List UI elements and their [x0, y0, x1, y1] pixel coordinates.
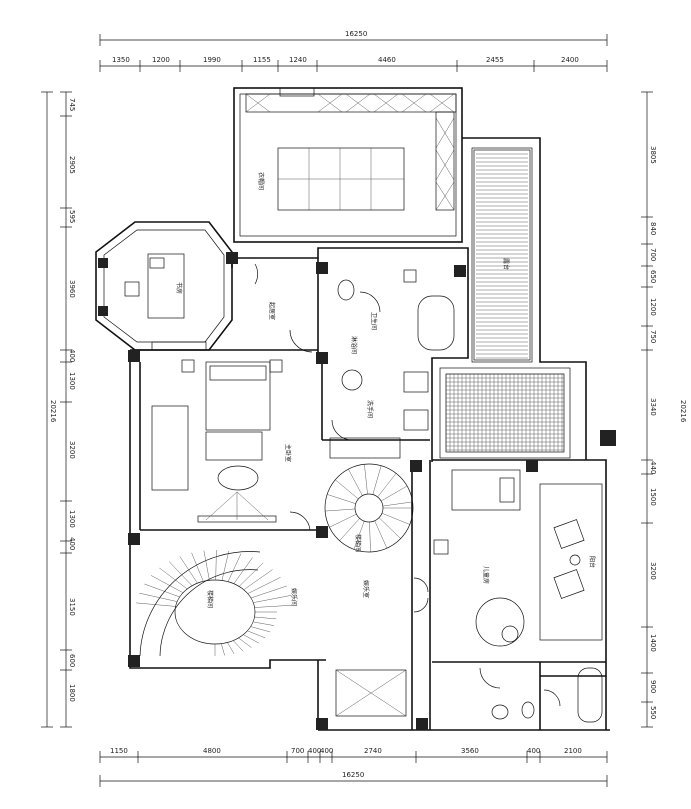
room-label-shower: 淋浴间 — [350, 336, 358, 354]
room-labels: 衣帽间 书房 卫生间 主卧室 洗手间 楼梯间 娱乐室 儿童房 阳台 起居室 淋浴… — [175, 172, 596, 608]
room-label-master-bedroom: 主卧室 — [284, 444, 292, 462]
right-dim-1: 3805 — [649, 146, 657, 164]
bathroom-fixtures — [329, 269, 455, 459]
right-total-dim: 20216 — [679, 400, 687, 423]
top-dim-6: 4460 — [378, 56, 396, 64]
left-dim-11: 600 — [68, 654, 76, 667]
childroom-furniture — [433, 469, 525, 647]
right-dim-10: 3200 — [649, 562, 657, 580]
bottom-dimension-chain: 1150 4800 700 400 400 2740 3560 400 2100… — [99, 747, 608, 787]
top-dim-4: 1155 — [253, 56, 271, 64]
balcony-seating — [539, 483, 603, 641]
grid-skylight — [439, 367, 571, 459]
room-label-study: 书房 — [175, 282, 183, 294]
right-dim-6: 750 — [649, 330, 657, 343]
columns — [98, 252, 616, 730]
right-dim-9: 1500 — [649, 488, 657, 506]
walls — [95, 87, 610, 731]
room-label-bathroom: 卫生间 — [370, 312, 378, 330]
left-dim-2: 2905 — [68, 156, 76, 174]
left-dim-5: 400 — [68, 349, 76, 362]
left-dim-1: 745 — [68, 98, 76, 111]
right-dim-11: 1400 — [649, 634, 657, 652]
left-dim-12: 1800 — [68, 684, 76, 702]
left-dim-7: 3200 — [68, 441, 76, 459]
room-label-stair-hall-left: 楼梯间 — [206, 590, 214, 608]
study-desk — [124, 253, 185, 319]
terrace-slats — [473, 149, 531, 361]
left-dim-4: 3960 — [68, 280, 76, 298]
spiral-staircase-center — [324, 463, 414, 553]
top-dim-5: 1240 — [289, 56, 307, 64]
left-dimension-chain: 20216 745 2905 595 3960 400 1300 3200 13… — [41, 91, 76, 728]
room-label-washroom: 洗手间 — [366, 400, 374, 418]
top-dim-7: 2455 — [486, 56, 504, 64]
bottom-dim-4: 400 — [308, 747, 321, 755]
top-dim-2: 1200 — [152, 56, 170, 64]
bottom-bathroom — [335, 667, 603, 723]
room-label-closet: 衣帽间 — [257, 172, 265, 190]
room-label-rec-room: 娱乐室 — [362, 580, 370, 598]
right-dim-13: 550 — [649, 706, 657, 719]
bottom-dim-6: 2740 — [364, 747, 382, 755]
room-label-stair-hall-center: 楼梯间 — [354, 534, 362, 552]
top-total-dim: 16250 — [345, 30, 367, 38]
right-dim-7: 3340 — [649, 398, 657, 416]
bottom-dim-1: 1150 — [110, 747, 128, 755]
bottom-dim-5: 400 — [320, 747, 333, 755]
top-dim-8: 2400 — [561, 56, 579, 64]
left-dim-3: 595 — [68, 210, 76, 223]
left-total-dim: 20216 — [49, 400, 57, 423]
left-dim-8: 1300 — [68, 510, 76, 528]
bottom-dim-8: 400 — [527, 747, 540, 755]
bottom-dim-2: 4800 — [203, 747, 221, 755]
door-swings — [254, 263, 561, 707]
left-dim-9: 400 — [68, 537, 76, 550]
right-dim-12: 900 — [649, 680, 657, 693]
right-dim-2: 840 — [649, 222, 657, 235]
room-label-balcony: 阳台 — [588, 556, 596, 568]
right-dimension-chain: 3805 840 700 650 1200 750 3340 440 1500 … — [641, 91, 687, 728]
left-dim-10: 3150 — [68, 598, 76, 616]
top-dimension-chain: 16250 1350 1200 1990 1155 1240 4460 2455… — [99, 30, 608, 72]
room-label-rec-hall: 娱乐间 — [290, 588, 298, 606]
bottom-total-dim: 16250 — [342, 771, 364, 779]
right-dim-4: 650 — [649, 270, 657, 283]
spiral-staircase-left — [136, 550, 295, 657]
left-dim-6: 1300 — [68, 372, 76, 390]
bedroom-furniture — [151, 341, 283, 523]
room-label-terrace: 露台 — [502, 258, 510, 270]
top-dim-3: 1990 — [203, 56, 221, 64]
bottom-dim-9: 2100 — [564, 747, 582, 755]
bottom-dim-7: 3560 — [461, 747, 479, 755]
bottom-dim-3: 700 — [291, 747, 304, 755]
right-dim-5: 1200 — [649, 298, 657, 316]
right-dim-8: 440 — [649, 461, 657, 474]
top-dim-1: 1350 — [112, 56, 130, 64]
room-label-living: 起居室 — [268, 302, 276, 320]
right-dim-3: 700 — [649, 248, 657, 261]
room-label-child-room: 儿童房 — [482, 566, 490, 584]
